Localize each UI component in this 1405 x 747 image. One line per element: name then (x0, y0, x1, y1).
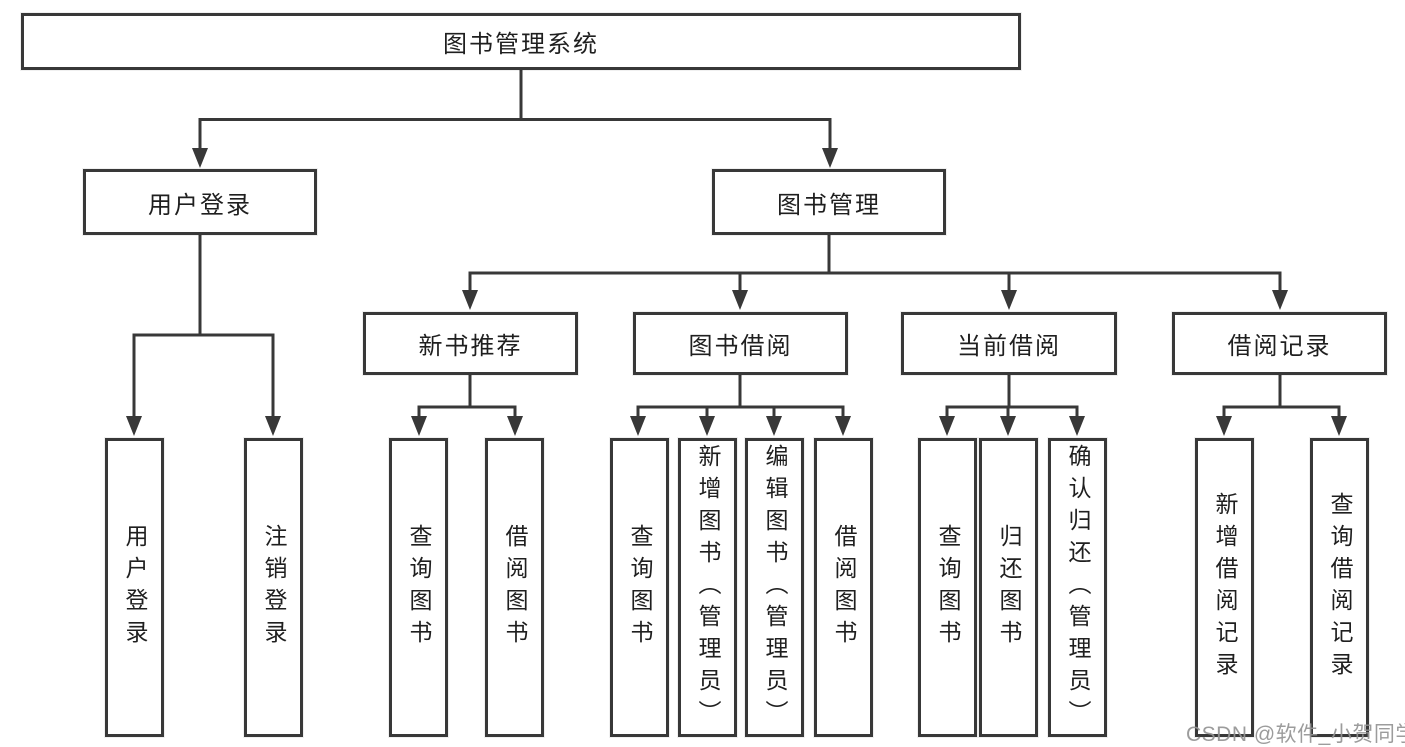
leaf-cb-query-book: 查询图书 (918, 438, 977, 737)
leaf-bb-add-book-admin: 新增图书（管理员） (678, 438, 737, 737)
leaf-br-add-record: 新增借阅记录 (1195, 438, 1254, 737)
node-user-login: 用户登录 (83, 169, 317, 235)
leaf-user-login: 用户登录 (105, 438, 164, 737)
node-new-book-recommend: 新书推荐 (363, 312, 578, 375)
leaf-nb-query-book: 查询图书 (389, 438, 448, 737)
leaf-cb-return-book: 归还图书 (979, 438, 1038, 737)
leaf-nb-borrow-book: 借阅图书 (485, 438, 544, 737)
leaf-cb-confirm-return-admin: 确认归还（管理员） (1048, 438, 1107, 737)
leaf-logout: 注销登录 (244, 438, 303, 737)
leaf-bb-query-book: 查询图书 (610, 438, 669, 737)
node-book-borrowing: 图书借阅 (633, 312, 848, 375)
node-current-borrowing: 当前借阅 (901, 312, 1117, 375)
node-book-management: 图书管理 (712, 169, 946, 235)
node-library-management-system: 图书管理系统 (21, 13, 1021, 70)
node-borrow-records: 借阅记录 (1172, 312, 1387, 375)
leaf-bb-borrow-book: 借阅图书 (814, 438, 873, 737)
leaf-br-query-record: 查询借阅记录 (1310, 438, 1369, 737)
leaf-bb-edit-book-admin: 编辑图书（管理员） (745, 438, 804, 737)
